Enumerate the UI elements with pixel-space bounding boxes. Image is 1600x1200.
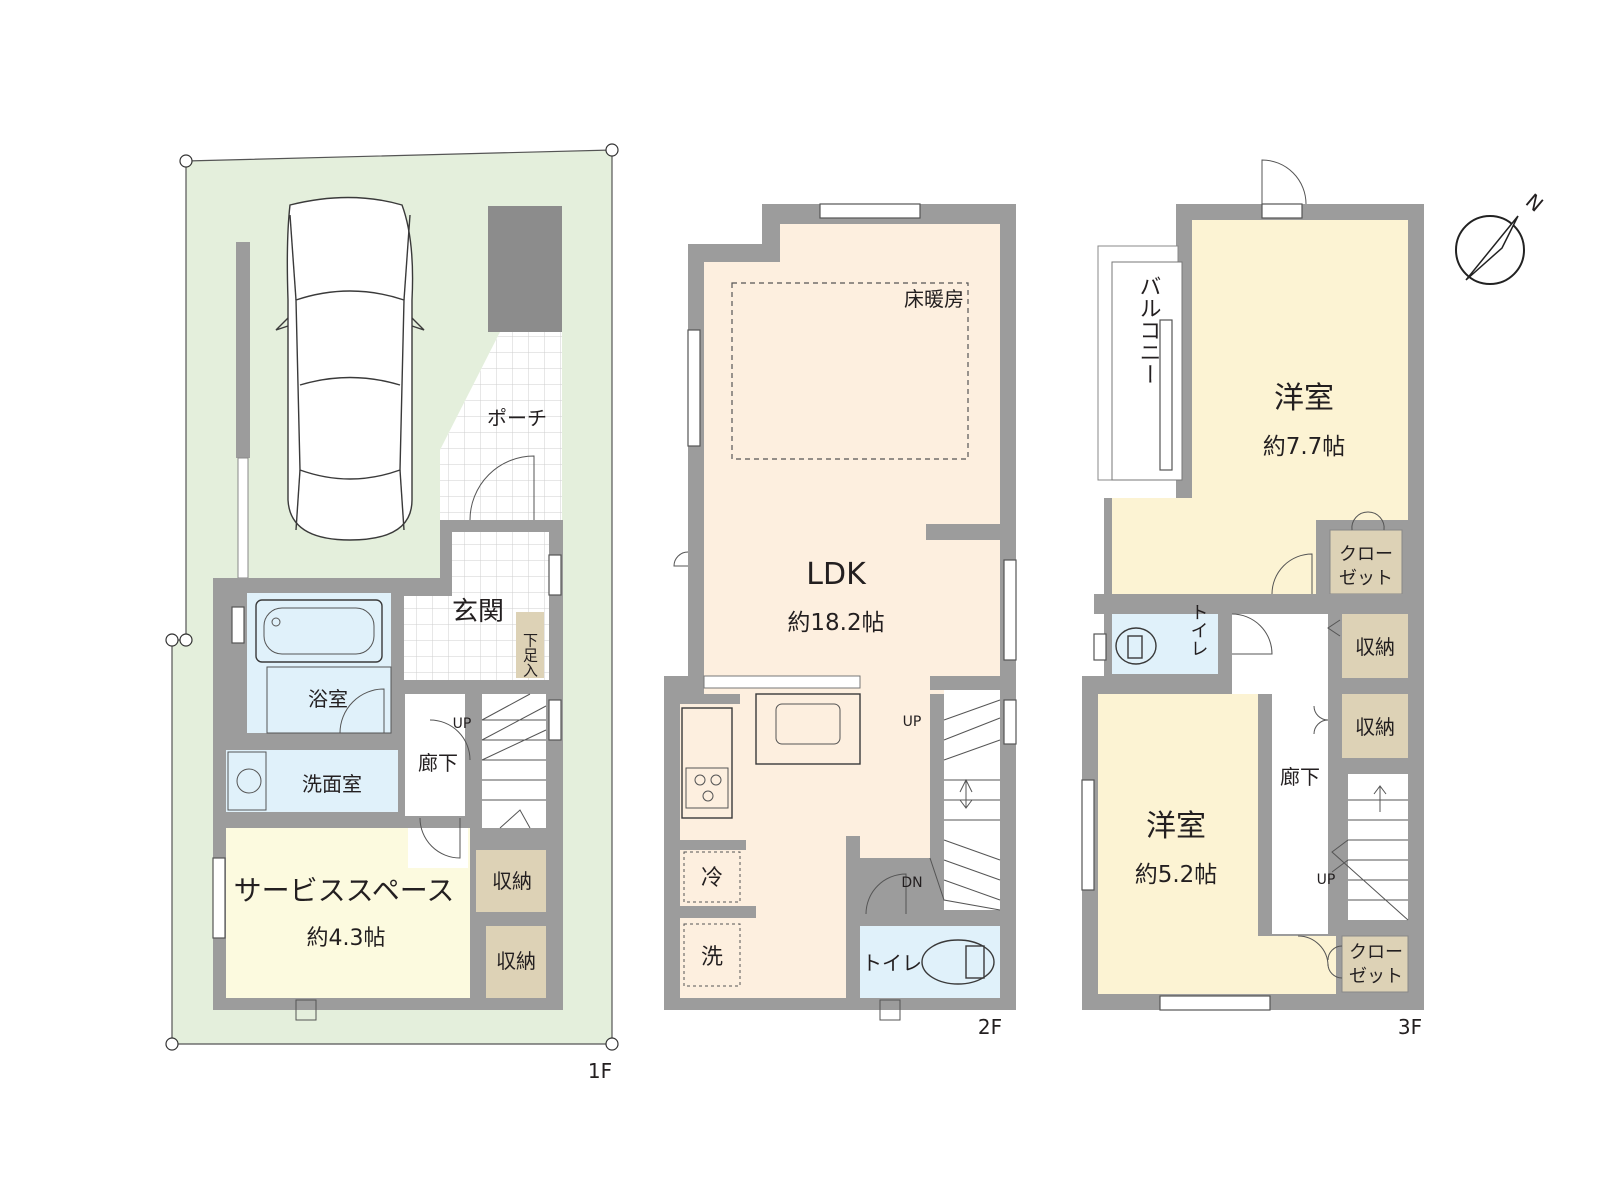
floor-label-2f: 2F	[978, 1015, 1002, 1039]
toilet-label-2f: トイレ	[862, 951, 922, 975]
entrance-label: 玄関	[452, 597, 504, 627]
up-label-3f: UP	[1317, 872, 1336, 888]
closet-3f-1	[1329, 529, 1403, 595]
storage-3f-b	[1342, 694, 1408, 758]
storage-3f-a	[1342, 614, 1408, 678]
toilet-2f	[860, 926, 1000, 998]
bath-label: 浴室	[308, 687, 348, 711]
storage-3f-a-label: 収納	[1355, 635, 1395, 659]
floor-heating-label: 床暖房	[904, 287, 964, 311]
shoe-box-label: 下足入	[521, 633, 539, 678]
porch-area	[440, 332, 562, 520]
floor-1f: ポーチ	[165, 143, 619, 1083]
service-space-size: 約4.3帖	[307, 926, 386, 951]
ldk-room	[680, 224, 1000, 998]
service-space-label: サービススペース	[234, 874, 455, 907]
balcony-label: バルコニー	[1136, 275, 1161, 385]
toilet-label-3f: トイレ	[1188, 603, 1209, 657]
hall-label-1f: 廊下	[418, 751, 458, 775]
floor-3f: バルコニー トイレ	[1081, 159, 1424, 1039]
storage-3f-b-label: 収納	[1355, 715, 1395, 739]
up-label-1f: UP	[453, 716, 472, 732]
western-room-2-label: 洋室	[1146, 809, 1206, 844]
western-room-1-size: 約7.7帖	[1263, 434, 1346, 460]
storage-1f-a	[476, 850, 546, 912]
car-icon	[275, 196, 425, 541]
shoe-box	[516, 612, 544, 678]
western-room-1	[1112, 220, 1408, 594]
ldk-label: LDK	[806, 557, 867, 592]
floor-label-3f: 3F	[1398, 1015, 1422, 1039]
closet-3f-2-label-1: クロー	[1349, 942, 1403, 963]
washroom-label: 洗面室	[302, 772, 362, 796]
fridge-space	[683, 851, 741, 903]
dn-label-2f: DN	[901, 875, 922, 891]
fridge-label: 冷	[701, 866, 723, 891]
ldk-size: 約18.2帖	[787, 610, 884, 636]
hall-label-3f: 廊下	[1280, 765, 1320, 789]
closet-3f-1-label-1: クロー	[1339, 544, 1393, 565]
closet-3f-1-label-2: ゼット	[1339, 568, 1393, 589]
compass-icon: N	[1455, 189, 1548, 285]
building-1f	[213, 520, 563, 1010]
storage-1f-b	[486, 926, 546, 998]
washer-label: 洗	[701, 945, 723, 970]
floor-label-1f: 1F	[588, 1059, 612, 1083]
bath-room	[247, 593, 391, 733]
storage-1f-b-label: 収納	[496, 949, 536, 973]
western-room-1-label: 洋室	[1274, 381, 1334, 416]
toilet-3f	[1112, 614, 1218, 674]
porch-label: ポーチ	[487, 406, 547, 430]
western-room-2	[1098, 694, 1336, 994]
stairs-1f	[482, 694, 546, 828]
storage-1f-a-label: 収納	[492, 869, 532, 893]
closet-3f-2	[1341, 935, 1409, 993]
hall-1f	[405, 694, 465, 816]
up-label-2f: UP	[903, 714, 922, 730]
compass-label: N	[1521, 189, 1548, 217]
floor-2f: 床暖房 冷 洗 トイレ LDK 約18.2帖 U	[664, 203, 1017, 1039]
stairs-3f	[1348, 774, 1408, 920]
washer-space	[683, 923, 741, 987]
floor-heating-area	[731, 282, 969, 460]
washroom	[226, 750, 398, 812]
western-room-2-size: 約5.2帖	[1135, 862, 1218, 888]
closet-3f-2-label-2: ゼット	[1349, 966, 1403, 987]
